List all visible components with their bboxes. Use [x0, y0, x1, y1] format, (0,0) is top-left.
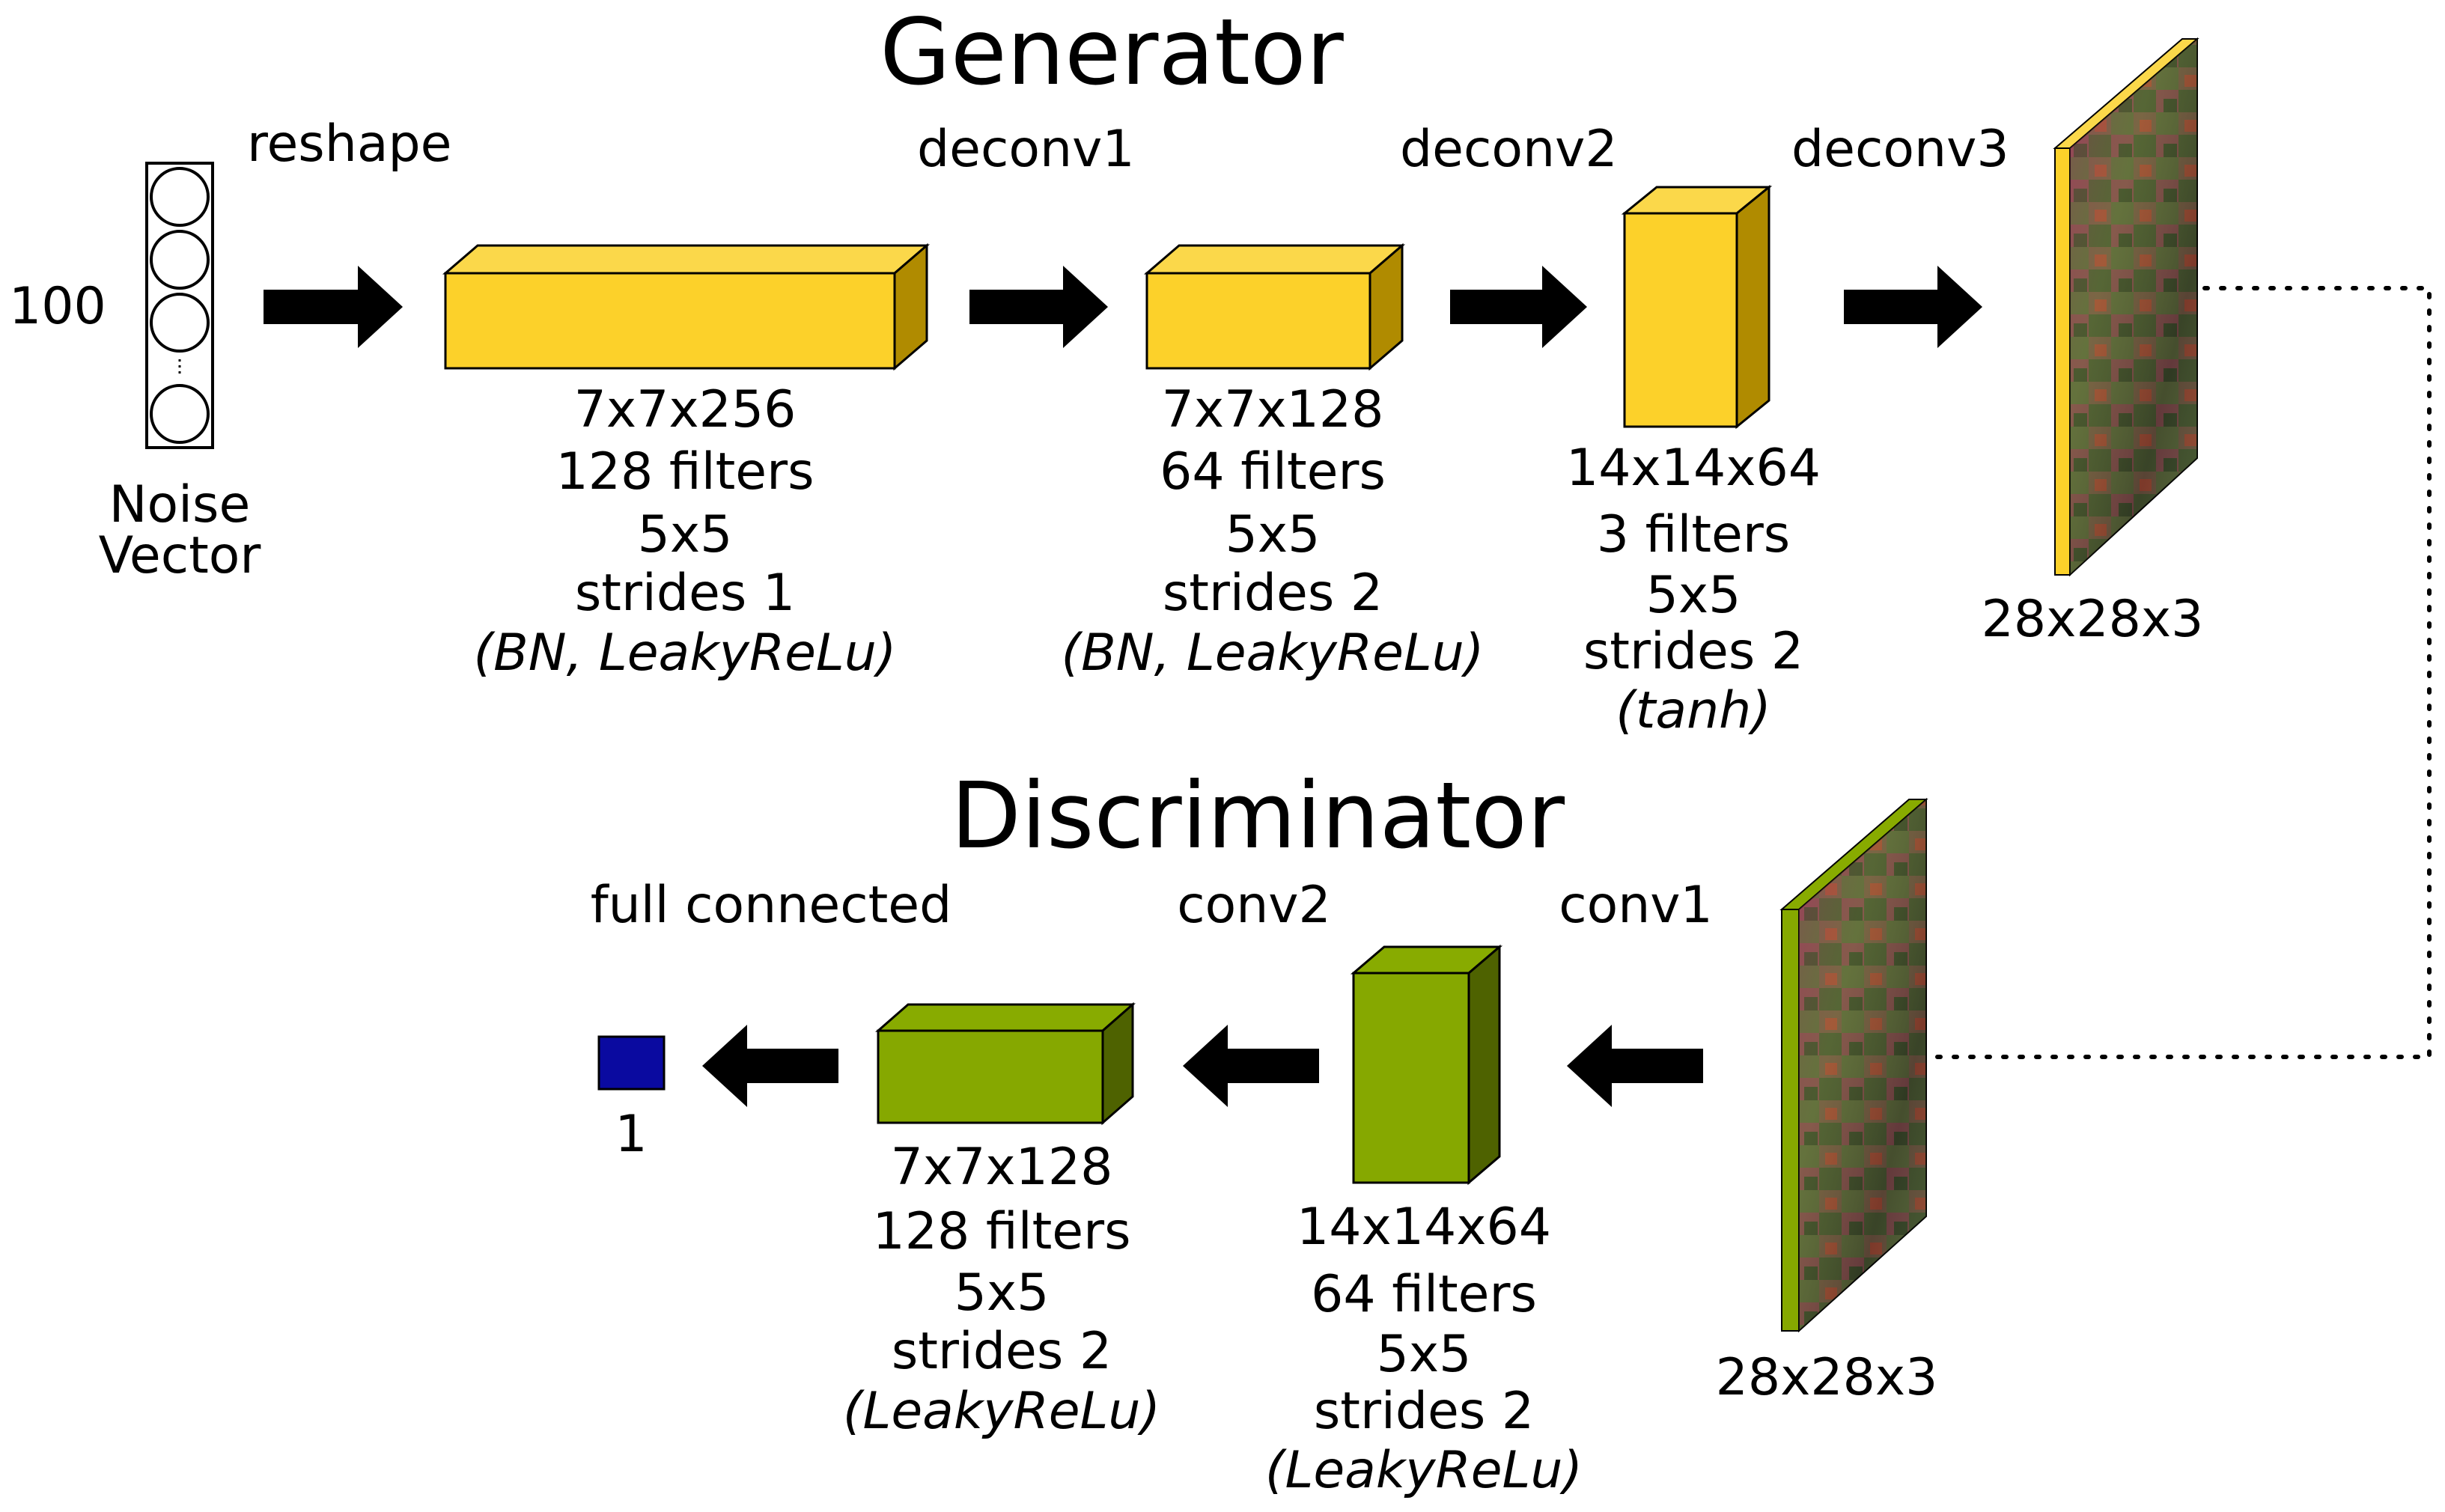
gen-layer2-filters: 64 filters — [1160, 442, 1386, 502]
gen-layer1-shape: 7x7x256 — [574, 380, 797, 439]
op-conv2-label: conv2 — [1177, 876, 1331, 935]
gen-layer3-strides: strides 2 — [1583, 622, 1803, 681]
noise-vector — [145, 162, 214, 449]
op-deconv3-label: deconv3 — [1791, 120, 2009, 179]
arrow-right-icon — [1450, 266, 1587, 348]
disc-layer1-activation: (LeakyReLu) — [1265, 1441, 1583, 1500]
disc-layer2-kernel: 5x5 — [954, 1263, 1050, 1323]
disc-layer1-kernel: 5x5 — [1377, 1325, 1472, 1384]
op-reshape-label: reshape — [247, 115, 452, 174]
generator-layer2-block — [1143, 243, 1406, 371]
arrow-right-icon — [264, 266, 403, 348]
op-full-connected-label: full connected — [591, 876, 952, 935]
discriminator-output-unit — [597, 1035, 666, 1091]
discriminator-title: Discriminator — [951, 763, 1565, 869]
arrow-left-icon — [1183, 1025, 1319, 1107]
gen-output-shape: 28x28x3 — [1982, 590, 2204, 649]
gen-layer1-filters: 128 filters — [555, 442, 814, 502]
generator-layer1-block — [442, 243, 931, 371]
noise-vector-label-line2: Vector — [99, 526, 261, 585]
gen-layer3-filters: 3 filters — [1597, 505, 1791, 564]
arrow-left-icon — [1567, 1025, 1703, 1107]
gen-layer2-activation: (BN, LeakyReLu) — [1062, 624, 1485, 683]
op-conv1-label: conv1 — [1559, 876, 1713, 935]
noise-vector-size: 100 — [9, 277, 106, 336]
gen-layer3-kernel: 5x5 — [1646, 566, 1741, 625]
arrow-left-icon — [702, 1025, 838, 1107]
noise-vector-label-line1: Noise — [109, 475, 251, 534]
gen-layer3-shape: 14x14x64 — [1566, 439, 1821, 498]
disc-layer1-shape: 14x14x64 — [1297, 1198, 1551, 1257]
discriminator-layer1-block — [1350, 944, 1503, 1186]
disc-layer1-strides: strides 2 — [1314, 1382, 1534, 1441]
gen-layer1-activation: (BN, LeakyReLu) — [474, 624, 897, 683]
gen-layer3-activation: (tanh) — [1616, 681, 1771, 740]
discriminator-layer2-block — [875, 1002, 1136, 1126]
generator-layer3-block — [1621, 184, 1773, 430]
gen-layer2-kernel: 5x5 — [1225, 505, 1321, 564]
arrow-right-icon — [1844, 266, 1982, 348]
disc-layer2-strides: strides 2 — [892, 1322, 1112, 1381]
disc-input-shape: 28x28x3 — [1716, 1348, 1938, 1407]
generator-output-image — [2053, 37, 2199, 577]
gen-layer1-kernel: 5x5 — [638, 505, 733, 564]
disc-layer2-filters: 128 filters — [872, 1202, 1130, 1261]
discriminator-output-value: 1 — [615, 1105, 647, 1164]
op-deconv1-label: deconv1 — [917, 120, 1135, 179]
generator-title: Generator — [880, 0, 1344, 106]
disc-layer2-shape: 7x7x128 — [891, 1138, 1113, 1197]
disc-layer1-filters: 64 filters — [1311, 1265, 1537, 1324]
gen-layer1-strides: strides 1 — [575, 564, 795, 623]
discriminator-input-image — [1779, 797, 1928, 1333]
disc-layer2-activation: (LeakyReLu) — [843, 1382, 1160, 1441]
op-deconv2-label: deconv2 — [1400, 120, 1618, 179]
arrow-right-icon — [969, 266, 1108, 348]
generator-to-discriminator-connector — [1929, 286, 2432, 1059]
gen-layer2-shape: 7x7x128 — [1162, 380, 1384, 439]
gen-layer2-strides: strides 2 — [1163, 564, 1383, 623]
